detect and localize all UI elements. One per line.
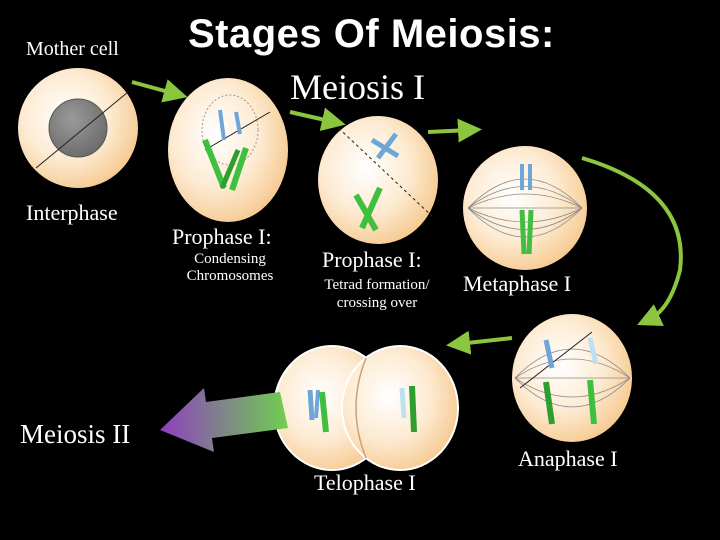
interphase-cell [18,68,138,188]
arrow-prophase-to-tetrad [289,107,346,132]
label-telophase1: Telophase I [314,470,416,495]
arrow-interphase-to-prophase [131,79,188,103]
telophase1-cells [273,345,459,471]
label-mother-cell: Mother cell [26,38,119,60]
anaphase1-cell [512,314,632,442]
label-meiosis2: Meiosis II [20,419,131,449]
label-interphase: Interphase [26,200,118,225]
prophase1-tetrad-cell [318,116,438,244]
page-title: Stages Of Meiosis: [188,12,555,56]
label-prophase1: Prophase I: [172,224,272,249]
prophase1-cell [168,78,288,222]
meiosis2-arrow [160,388,288,452]
label-prophase1-tetrad-sub: Tetrad formation/ crossing over [324,277,430,311]
arrow-tetrad-to-metaphase [427,118,482,143]
label-prophase1-tetrad: Prophase I: [322,247,422,272]
arrow-anaphase-to-telophase [446,330,513,355]
metaphase1-cell [463,146,587,270]
page-subtitle: Meiosis I [290,67,425,107]
label-metaphase1: Metaphase I [463,271,572,296]
stage-arrows [131,79,683,355]
arrow-metaphase-to-anaphase [581,156,683,326]
label-prophase1-sub: Condensing Chromosomes [186,251,274,284]
label-anaphase1: Anaphase I [518,446,618,471]
